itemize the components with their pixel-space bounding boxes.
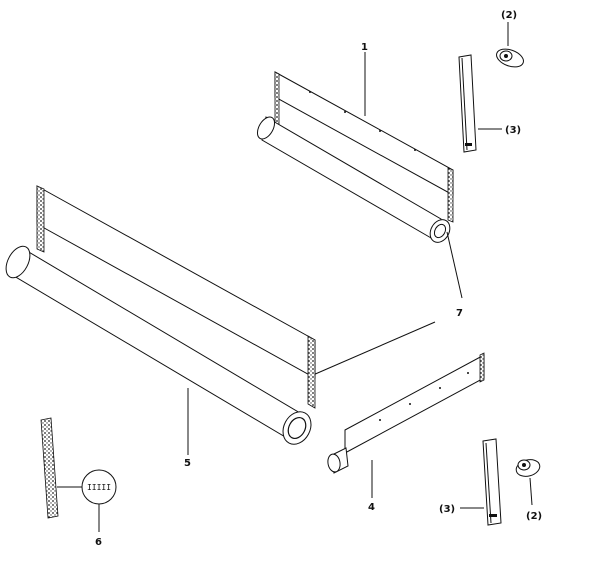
sheet-edge-strip-4 [479,352,485,383]
sheet-edge-strip-5b [307,335,316,409]
strip-part-6 [40,417,59,519]
label-part-7: 7 [456,308,463,319]
roller-core-5 [287,416,307,440]
sheet-holes-4 [379,372,469,421]
bracket-slot-top [465,143,472,146]
bracket-plate-top [458,54,477,153]
part-6-strip-detail: IIIII 6 [40,417,117,548]
part-1-small-roller-assembly: 1 [256,42,454,243]
bracket-plate-bottom-edge [485,442,492,524]
part-5-large-roller-assembly: 5 [5,185,316,469]
label-part-2-top: (2) [501,10,517,21]
roller-end-left-5 [5,245,31,279]
roller-core-1 [433,223,447,239]
part-2-top-end-cap: (2) [496,10,524,68]
part-7-callout: 7 [312,231,463,376]
part-3-bottom-bracket-plate: (3) [439,438,502,526]
leader-part-7-lower [312,321,436,376]
label-part-3-top: (3) [505,125,521,136]
label-part-4: 4 [368,502,375,513]
sheet-edge-strip-1 [274,71,280,126]
end-cap-hole-top [504,54,508,58]
sheet-edge-strip-5a [36,185,45,253]
label-part-5: 5 [184,458,191,469]
label-part-2-bottom: (2) [526,511,542,522]
sheet-edge-strip-1b [447,167,454,223]
roller-end-left-1 [256,116,276,140]
part-4-lower-roller-assembly: 4 [327,352,485,513]
roller-end-4 [327,453,341,473]
bracket-plate-top-edge [461,57,468,151]
label-part-1: 1 [361,42,368,53]
bracket-plate-bottom [482,438,502,526]
leader-part-2-bottom [529,477,533,506]
label-part-3-bottom: (3) [439,504,455,515]
detail-marks-part-6: IIIII [87,483,111,492]
end-cap-hole-bottom [522,463,526,467]
part-2-bottom-end-cap: (2) [515,459,542,522]
leader-part-7-upper [446,231,463,299]
sheet-panel-4 [344,354,485,454]
label-part-6: 6 [95,537,102,548]
part-3-top-bracket-plate: (3) [458,54,521,153]
sheet-holes-1 [309,91,416,151]
bracket-slot-bottom [489,514,497,517]
